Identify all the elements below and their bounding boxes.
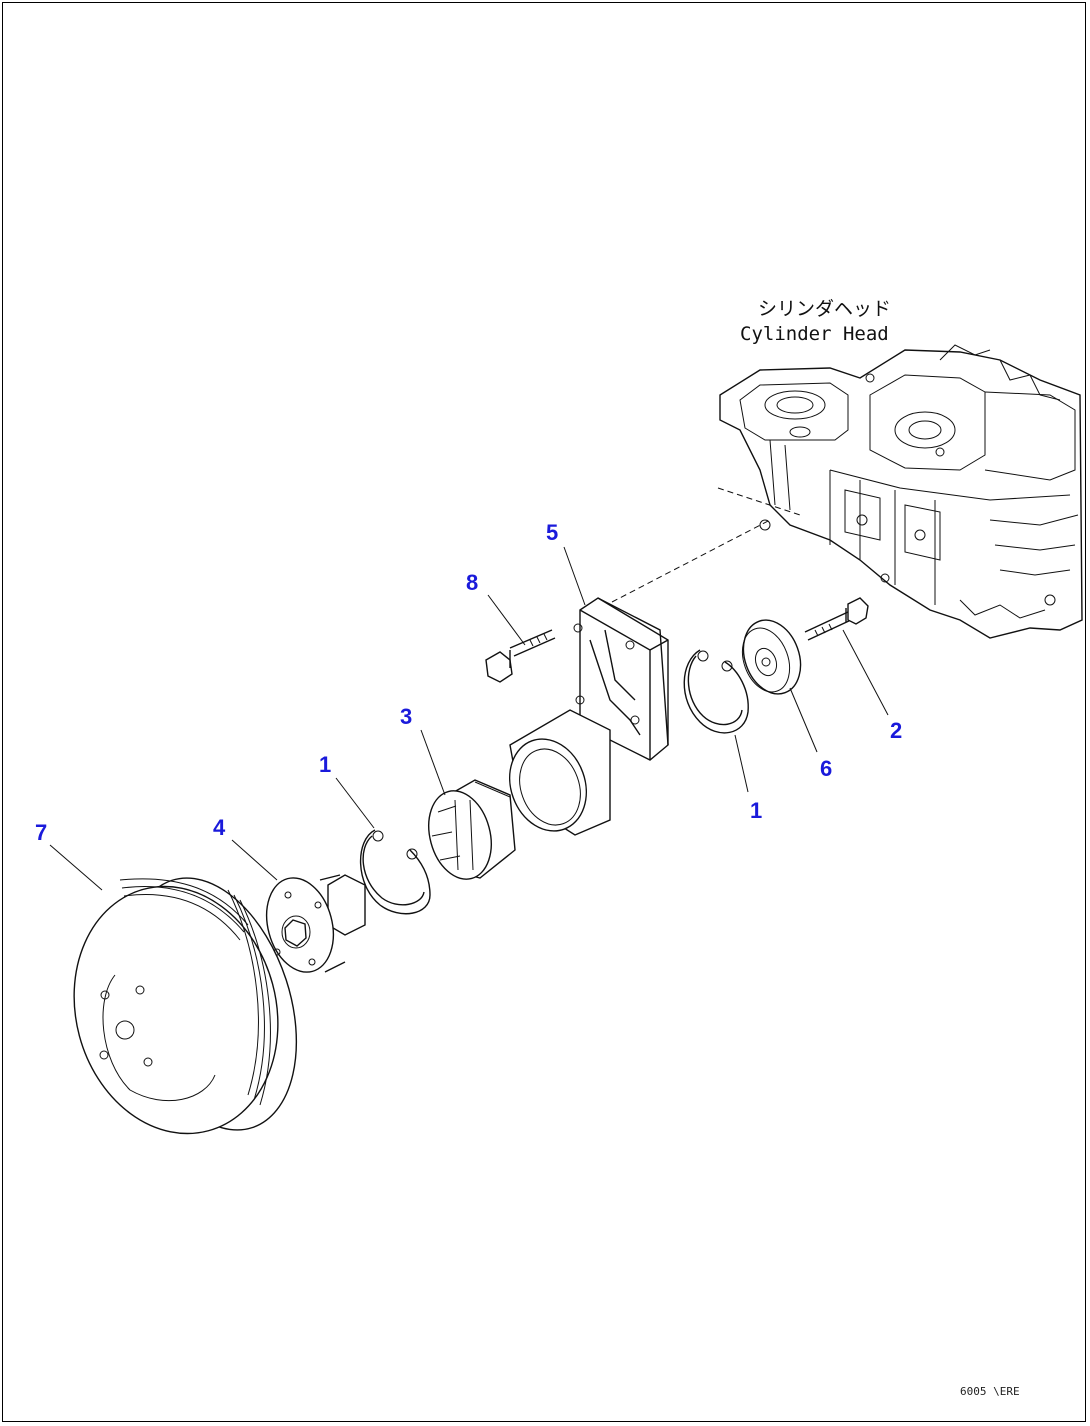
callout-1-left: 1 xyxy=(319,752,331,777)
dashed-line-bracket xyxy=(611,519,771,603)
annotation-japanese: シリンダヘッド xyxy=(758,298,891,320)
bushing-part-3 xyxy=(428,779,516,880)
callout-3: 3 xyxy=(400,704,412,729)
plate-part-6 xyxy=(741,619,802,695)
callout-8: 8 xyxy=(466,570,478,595)
callout-2: 2 xyxy=(890,718,902,743)
cylinder-head-drawing xyxy=(719,344,1083,639)
callout-1-right: 1 xyxy=(750,798,762,823)
callout-7: 7 xyxy=(35,820,47,845)
callout-5: 5 xyxy=(546,520,558,545)
bolt-part-8 xyxy=(485,629,556,683)
bracket-part-5 xyxy=(508,597,669,836)
pulley-part-7 xyxy=(73,877,298,1135)
dashed-line-head xyxy=(717,487,801,516)
snap-ring-part-1-right xyxy=(683,649,749,734)
bolt-part-2 xyxy=(804,597,869,641)
drawing-code: 6005 \ERE xyxy=(960,1385,1020,1398)
annotation-english: Cylinder Head xyxy=(740,323,889,345)
snap-ring-part-1-left xyxy=(359,829,431,915)
callout-6: 6 xyxy=(820,756,832,781)
hub-part-4 xyxy=(265,874,366,973)
leader-lines xyxy=(49,546,889,891)
callout-4: 4 xyxy=(213,815,226,840)
